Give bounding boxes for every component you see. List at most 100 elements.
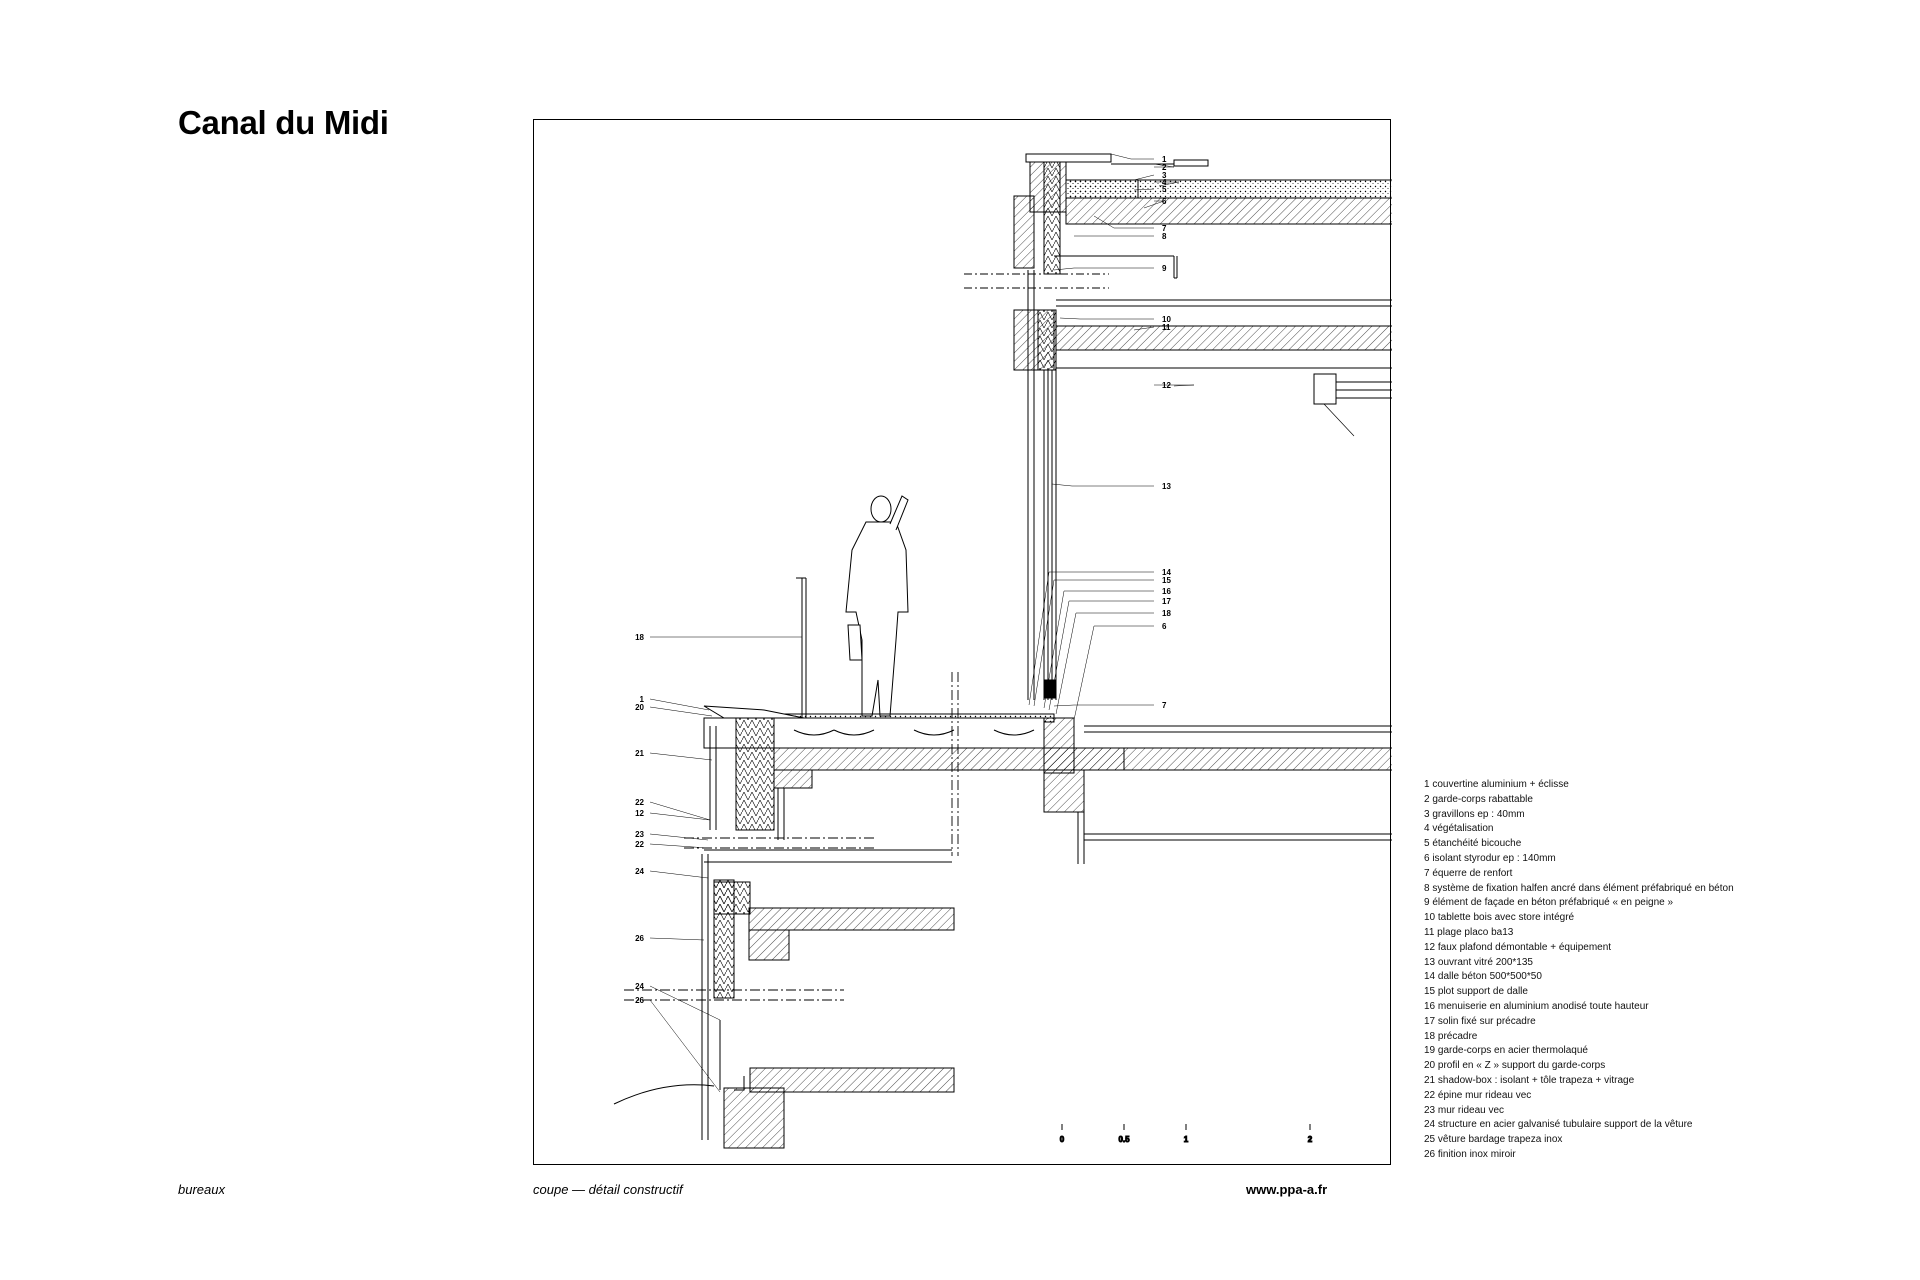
callout-number: 12 [635,809,644,818]
leader-line [1073,625,1154,721]
leader-line [649,706,713,717]
callout-number: 24 [635,982,644,991]
leader-line [1055,612,1154,715]
break-lines-middle [624,672,959,1001]
legend-item: 17 solin fixé sur précadre [1424,1015,1536,1027]
scale-bar: 0 0.5 1 2 [1059,1124,1313,1145]
legend-item: 3 gravillons ep : 40mm [1424,808,1525,820]
leader-line [1153,163,1175,168]
callout-number: 9 [1162,264,1167,273]
leader-line [1043,590,1154,709]
scale-label: 0 [1060,1135,1065,1144]
leader-line [1133,188,1155,191]
leader-line [1053,704,1154,707]
leader-line [649,812,711,821]
callout-number: 22 [635,798,644,807]
legend-item: 8 système de fixation halfen ancré dans … [1424,882,1734,894]
legend-item: 19 garde-corps en acier thermolaqué [1424,1045,1588,1057]
leader-line [1059,317,1154,320]
break-lines-upper [964,273,1109,289]
footer-website-link[interactable]: www.ppa-a.fr [1246,1182,1328,1197]
leader-line [649,801,711,821]
legend-item: 9 élément de façade en béton préfabriqué… [1424,897,1674,909]
callout-number: 8 [1162,232,1167,241]
scale-label: 1 [1184,1135,1189,1144]
leader-line [1154,384,1195,387]
page-title: Canal du Midi [178,104,389,141]
callout-number: 3 [1162,171,1167,180]
legend-item: 11 plage placo ba13 [1424,926,1514,938]
leader-line [649,752,713,761]
legend-item: 16 menuiserie en aluminium anodisé toute… [1424,1000,1649,1012]
callout-leaders-right [1028,153,1195,721]
callout-leaders-left [649,636,802,1093]
roof-parapet [1013,153,1392,279]
scale-label: 0.5 [1118,1135,1130,1144]
callout-number: 7 [1162,224,1167,233]
callout-number: 22 [635,840,644,849]
legend-item: 23 mur rideau vec [1424,1104,1505,1116]
callout-number: 1 [1162,155,1167,164]
legend-item: 6 isolant styrodur ep : 140mm [1424,852,1556,864]
leader-line [649,937,705,941]
curtain-wall-glazing [1027,270,1057,700]
callout-number: 26 [635,934,644,943]
callout-number: 11 [1162,323,1171,332]
legend-item: 22 épine mur rideau vec [1424,1089,1532,1101]
leader-line [1133,326,1155,331]
leader-line [1093,215,1154,229]
leader-line [1033,579,1154,707]
terrace-slab [703,705,1392,864]
legend-item: 24 structure en acier galvanisé tubulair… [1424,1119,1693,1131]
callout-number: 21 [635,749,644,758]
footer-category: bureaux [178,1182,225,1197]
legend-item: 18 précadre [1424,1030,1478,1042]
callout-number: 15 [1162,576,1171,585]
callout-number: 26 [635,996,644,1005]
leader-line [1051,483,1154,487]
legend-item: 7 équerre de renfort [1424,867,1513,879]
callout-number: 16 [1162,587,1171,596]
leader-line [649,999,721,1093]
leader-line [1133,174,1155,181]
callout-number: 7 [1162,701,1167,710]
callout-number: 18 [635,633,644,642]
callout-number: 18 [1162,609,1171,618]
legend-item: 26 finition inox miroir [1424,1148,1516,1160]
legend-item: 12 faux plafond démontable + équipement [1424,941,1612,953]
leader-line [649,843,709,849]
lower-floor-slab [613,849,955,1149]
leader-line [649,985,721,1021]
leader-line [1154,181,1180,187]
legend-item: 14 dalle béton 500*500*50 [1424,971,1542,983]
scale-label: 2 [1308,1135,1313,1144]
callout-number: 12 [1162,381,1171,390]
legend-item: 20 profil en « Z » support du garde-corp… [1424,1060,1606,1072]
intermediate-floor-slab [1013,299,1392,437]
legend-item: 5 étanchéité bicouche [1424,838,1522,850]
footer-drawing-type: coupe — détail constructif [533,1182,683,1197]
callout-number: 23 [635,830,644,839]
legend-item: 2 garde-corps rabattable [1424,793,1533,805]
callout-number: 10 [1162,315,1171,324]
leader-line [1110,153,1154,160]
callout-number: 1 [640,695,645,704]
leader-line [649,833,709,841]
legend-item: 25 vêture bardage trapeza inox [1424,1134,1563,1146]
human-scale-figure [845,495,909,717]
legend-item: 15 plot support de dalle [1424,986,1528,998]
leader-line [649,698,710,711]
callout-number: 14 [1162,568,1171,577]
leader-line [1048,600,1154,711]
guardrail [796,577,807,718]
callout-number: 20 [635,703,644,712]
callout-number: 13 [1162,482,1171,491]
leader-line [1028,571,1154,706]
legend-item: 21 shadow-box : isolant + tôle trapeza +… [1424,1074,1635,1086]
legend-item: 1 couvertine aluminium + éclisse [1424,779,1569,790]
callout-number: 6 [1162,197,1167,206]
